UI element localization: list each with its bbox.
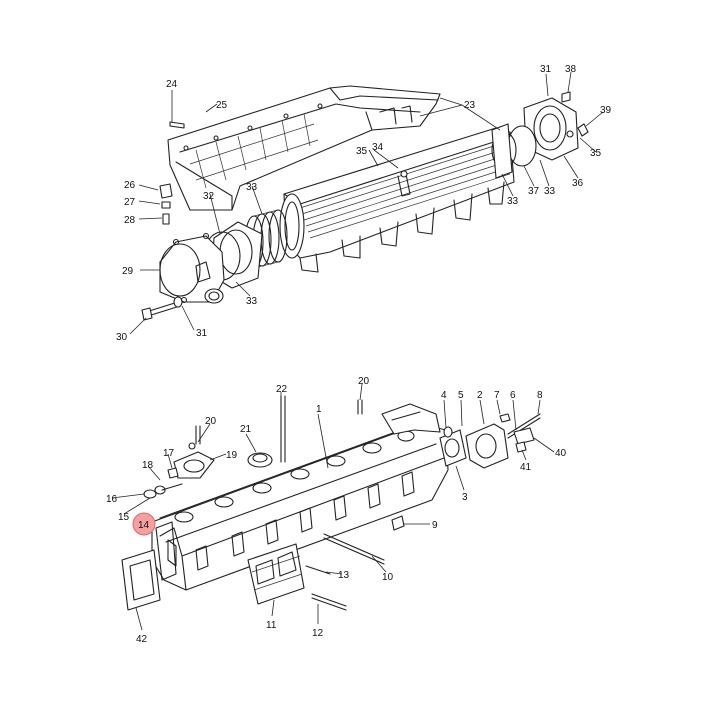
callout-31-top: 31 [540,64,552,75]
callout-2: 2 [477,390,483,401]
cover-19 [173,451,215,479]
callout-26: 26 [124,180,136,191]
plug-21 [247,452,273,468]
gasket-42 [121,549,161,611]
callout-20-right: 20 [358,376,370,387]
callout-25: 25 [216,100,228,111]
callout-29: 29 [122,266,134,277]
bolt-24 [169,121,185,129]
callout-33-r1: 33 [544,186,556,197]
callout-15: 15 [118,512,130,523]
callout-16: 16 [106,494,118,505]
right-end-parts [400,91,589,179]
callout-1: 1 [316,404,322,415]
callout-33-bottom: 33 [246,296,258,307]
highlight-marker [132,512,156,536]
gasket-11 [247,543,305,605]
callout-30: 30 [116,332,128,343]
callout-38: 38 [565,64,577,75]
callout-12: 12 [312,628,324,639]
callout-11: 11 [266,620,277,631]
callout-33-r2: 33 [507,196,519,207]
plug-parts [159,183,173,225]
callout-23: 23 [464,100,476,111]
callout-labels: 24 25 23 31 38 39 35 35 34 36 37 33 33 3… [106,64,612,645]
lower-assembly [111,383,555,631]
callout-20-left: 20 [205,416,217,427]
callout-22: 22 [276,384,288,395]
callout-17: 17 [163,448,175,459]
end-housing [159,232,225,304]
exchanger-shell [279,127,515,273]
callout-10: 10 [382,572,394,583]
callout-35-mid: 35 [356,146,368,157]
callout-3: 3 [462,492,468,503]
callout-31-bottom: 31 [196,328,208,339]
callout-14: 14 [138,520,150,531]
callout-6: 6 [510,390,516,401]
lower-leaders [111,383,555,631]
bolt-30 [141,296,183,321]
callout-27: 27 [124,197,136,208]
exchanger-top-cover [167,85,441,211]
upper-assembly [129,71,604,335]
callout-42: 42 [136,634,148,645]
callout-36: 36 [572,178,584,189]
callout-35-right: 35 [590,148,602,159]
callout-18: 18 [142,460,154,471]
outlet-parts [439,413,541,469]
callout-7: 7 [494,390,500,401]
upper-leaders [129,71,604,335]
callout-33-top: 33 [246,182,258,193]
callout-39: 39 [600,105,612,116]
callout-19: 19 [226,450,238,461]
callout-9: 9 [432,520,438,531]
callout-24: 24 [166,79,178,90]
callout-5: 5 [458,390,464,401]
callout-28: 28 [124,215,136,226]
callout-8: 8 [537,390,543,401]
callout-21: 21 [240,424,252,435]
callout-13: 13 [338,570,350,581]
callout-40: 40 [555,448,567,459]
studs [195,395,405,611]
callout-41: 41 [520,462,532,473]
callout-37: 37 [528,186,540,197]
callout-4: 4 [441,390,447,401]
callout-34: 34 [372,142,384,153]
callout-32: 32 [203,191,215,202]
